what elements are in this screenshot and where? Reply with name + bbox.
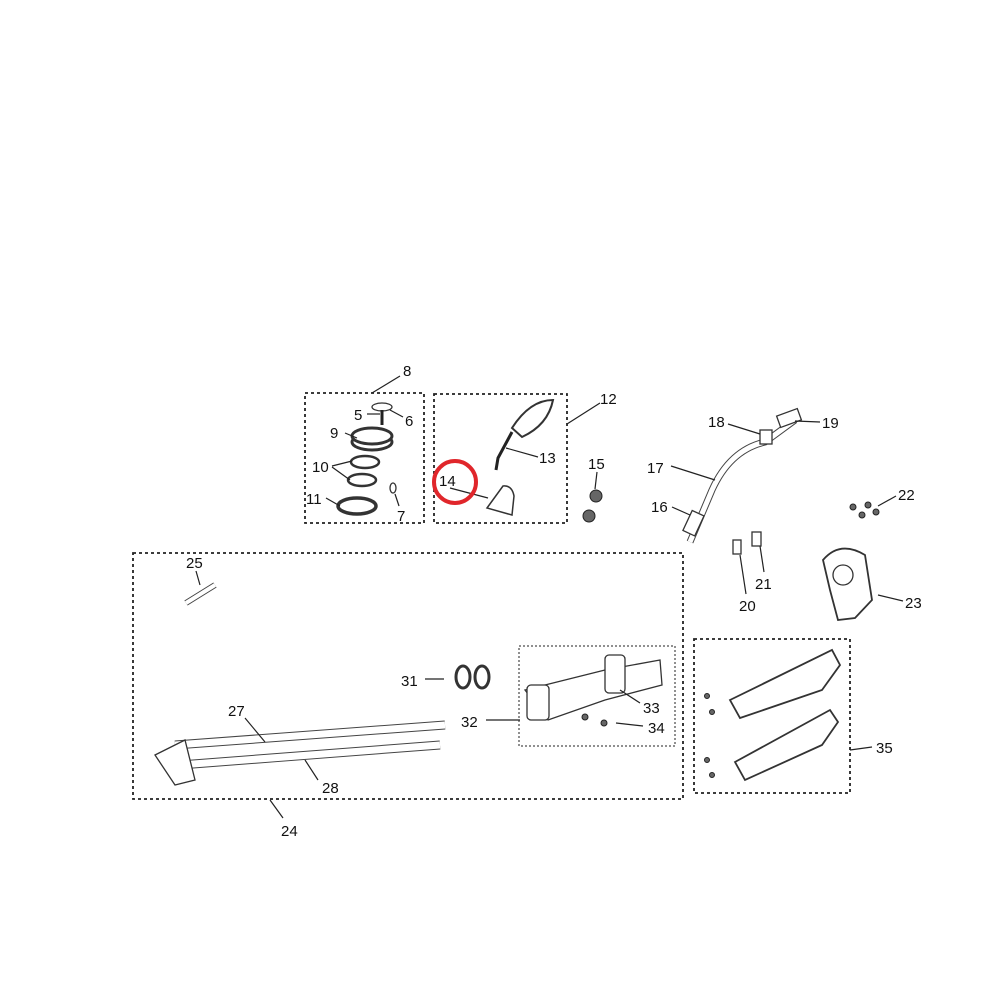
fork-guard-parts [704, 648, 842, 782]
front-fork-parts [154, 582, 663, 786]
part-label-17[interactable]: 17 [647, 460, 664, 477]
handlebar-parts [682, 407, 880, 621]
part-label-24[interactable]: 24 [281, 823, 298, 840]
group-box-8 [304, 392, 425, 524]
highlight-circle [432, 459, 478, 505]
part-label-23[interactable]: 23 [905, 595, 922, 612]
part-label-14[interactable]: 14 [439, 473, 456, 490]
part-label-10[interactable]: 10 [312, 459, 329, 476]
steering-bearing-parts [336, 402, 397, 516]
part-label-22[interactable]: 22 [898, 487, 915, 504]
part-label-32[interactable]: 32 [461, 714, 478, 731]
part-label-9[interactable]: 9 [330, 425, 338, 442]
part-label-15[interactable]: 15 [588, 456, 605, 473]
part-label-16[interactable]: 16 [651, 499, 668, 516]
part-label-12[interactable]: 12 [600, 391, 617, 408]
part-label-20[interactable]: 20 [739, 598, 756, 615]
part-label-8[interactable]: 8 [403, 363, 411, 380]
part-label-11[interactable]: 11 [306, 491, 322, 508]
group-box-32 [518, 645, 676, 747]
part-label-25[interactable]: 25 [186, 555, 203, 572]
group-box-24 [132, 552, 684, 800]
part-label-33[interactable]: 33 [643, 700, 660, 717]
part-label-31[interactable]: 31 [401, 673, 418, 690]
group-box-35 [693, 638, 851, 794]
part-label-21[interactable]: 21 [755, 576, 772, 593]
mirror-parts [485, 398, 603, 523]
part-label-5[interactable]: 5 [354, 407, 362, 424]
leader-lines [195, 375, 904, 819]
part-label-6[interactable]: 6 [405, 413, 413, 430]
part-label-28[interactable]: 28 [322, 780, 339, 797]
part-label-13[interactable]: 13 [539, 450, 556, 467]
part-label-18[interactable]: 18 [708, 414, 725, 431]
part-label-7[interactable]: 7 [397, 508, 405, 525]
group-box-12 [433, 393, 568, 524]
part-label-34[interactable]: 34 [648, 720, 665, 737]
part-label-35[interactable]: 35 [876, 740, 893, 757]
part-label-27[interactable]: 27 [228, 703, 245, 720]
part-label-19[interactable]: 19 [822, 415, 839, 432]
